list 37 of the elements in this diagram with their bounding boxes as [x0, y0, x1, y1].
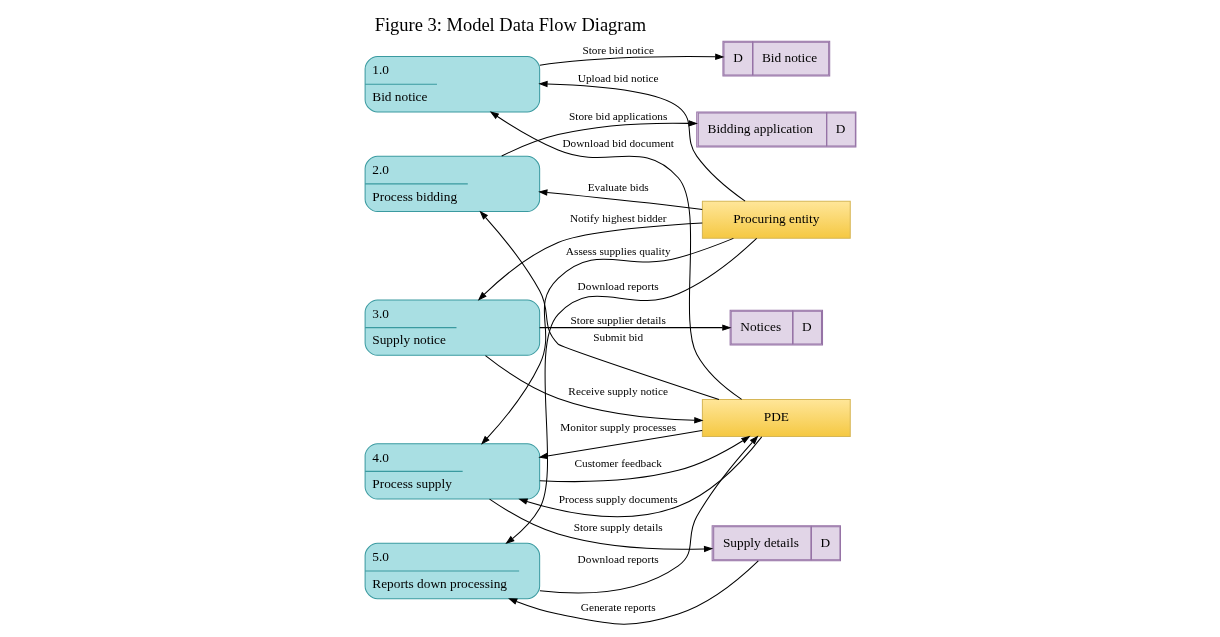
edge-label: Assess supplies quality	[565, 244, 671, 257]
arrow	[537, 429, 703, 460]
edge-label: Store supplier details	[570, 314, 666, 327]
arrow	[537, 189, 703, 210]
edge-label: Download reports	[577, 552, 659, 565]
edge-label: Customer feedback	[574, 457, 662, 470]
arrow	[500, 120, 698, 157]
arrow	[478, 210, 719, 400]
edge-label: Store supply details	[573, 520, 663, 533]
node-box: PDE	[701, 399, 851, 437]
arrow	[484, 355, 703, 424]
arrow	[538, 53, 724, 66]
arrow	[537, 80, 746, 202]
arrow	[489, 111, 742, 400]
edge-label: Download reports	[577, 280, 659, 293]
edge-label: Monitor supply processes	[559, 421, 676, 434]
arrow	[504, 237, 757, 545]
diagram-title: Figure 3: Model Data Flow Diagram	[374, 15, 646, 36]
edge-label: Submit bid	[592, 330, 643, 343]
edge-label: Download bid document	[561, 136, 674, 149]
edge-label: Evaluate bids	[587, 180, 649, 193]
arrow	[517, 436, 762, 518]
arrow	[538, 324, 732, 331]
edge-label: Generate reports	[580, 600, 656, 613]
arrow	[477, 222, 703, 301]
node-box: Procuring entity	[701, 200, 851, 239]
arrow	[538, 435, 758, 594]
arrow	[480, 237, 734, 445]
edge-label: Store bid notice	[581, 44, 654, 57]
edge-label: Upload bid notice	[577, 72, 659, 85]
edge-label: Receive supply notice	[567, 385, 668, 398]
arrow	[507, 560, 759, 625]
arrow	[488, 498, 713, 553]
edge-label: Store bid applications	[568, 110, 667, 123]
arrow	[538, 435, 750, 483]
edge-label: Process supply documents	[558, 493, 678, 505]
edge-label: Notify highest bidder	[569, 211, 666, 224]
